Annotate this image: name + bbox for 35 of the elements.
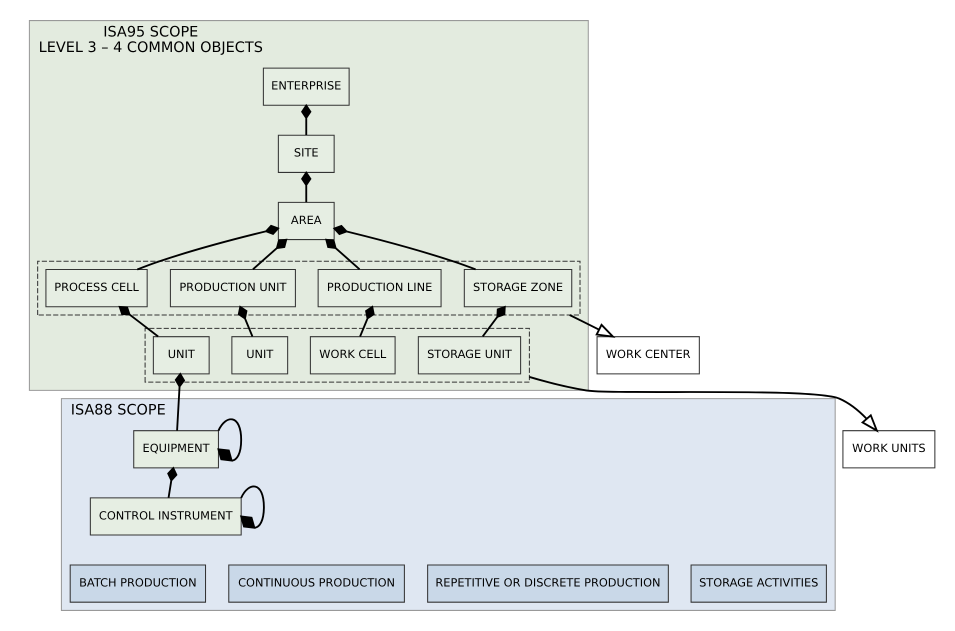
connector: [166, 466, 177, 498]
node-box: REPETITIVE OR DISCRETE PRODUCTION: [426, 564, 668, 603]
node-box: WORK UNITS: [842, 430, 935, 468]
node-box: EQUIPMENT: [132, 430, 218, 468]
node-box: CONTROL INSTRUMENT: [89, 497, 242, 536]
node-box: STORAGE ACTIVITIES: [690, 564, 826, 603]
node-box: WORK CENTER: [596, 336, 700, 374]
node-box: UNIT: [152, 336, 210, 374]
connector: [300, 170, 311, 202]
node-box: AREA: [277, 202, 334, 240]
connector: [237, 305, 253, 337]
connector: [174, 372, 185, 431]
connector: [252, 238, 287, 270]
connector: [136, 224, 280, 270]
node-box: PRODUCTION UNIT: [169, 269, 296, 308]
connector: [216, 418, 242, 462]
node-box: CONTINUOUS PRODUCTION: [228, 564, 404, 603]
node-box: PRODUCTION LINE: [317, 269, 442, 308]
node-box: PROCESS CELL: [44, 269, 148, 308]
arrow: [568, 314, 615, 338]
node-box: SITE: [277, 134, 334, 173]
connector: [481, 306, 506, 338]
node-box: BATCH PRODUCTION: [69, 564, 206, 603]
connector: [358, 305, 374, 337]
node-box: ENTERPRISE: [262, 68, 350, 106]
node-box: STORAGE UNIT: [417, 336, 521, 374]
node-box: WORK CELL: [309, 336, 396, 374]
cluster: [144, 328, 530, 383]
node-box: UNIT: [230, 336, 288, 374]
connector: [118, 306, 158, 338]
connector: [300, 104, 311, 136]
arrow: [528, 376, 878, 433]
connector: [332, 224, 476, 270]
connector: [239, 486, 264, 529]
node-box: STORAGE ZONE: [463, 269, 572, 308]
